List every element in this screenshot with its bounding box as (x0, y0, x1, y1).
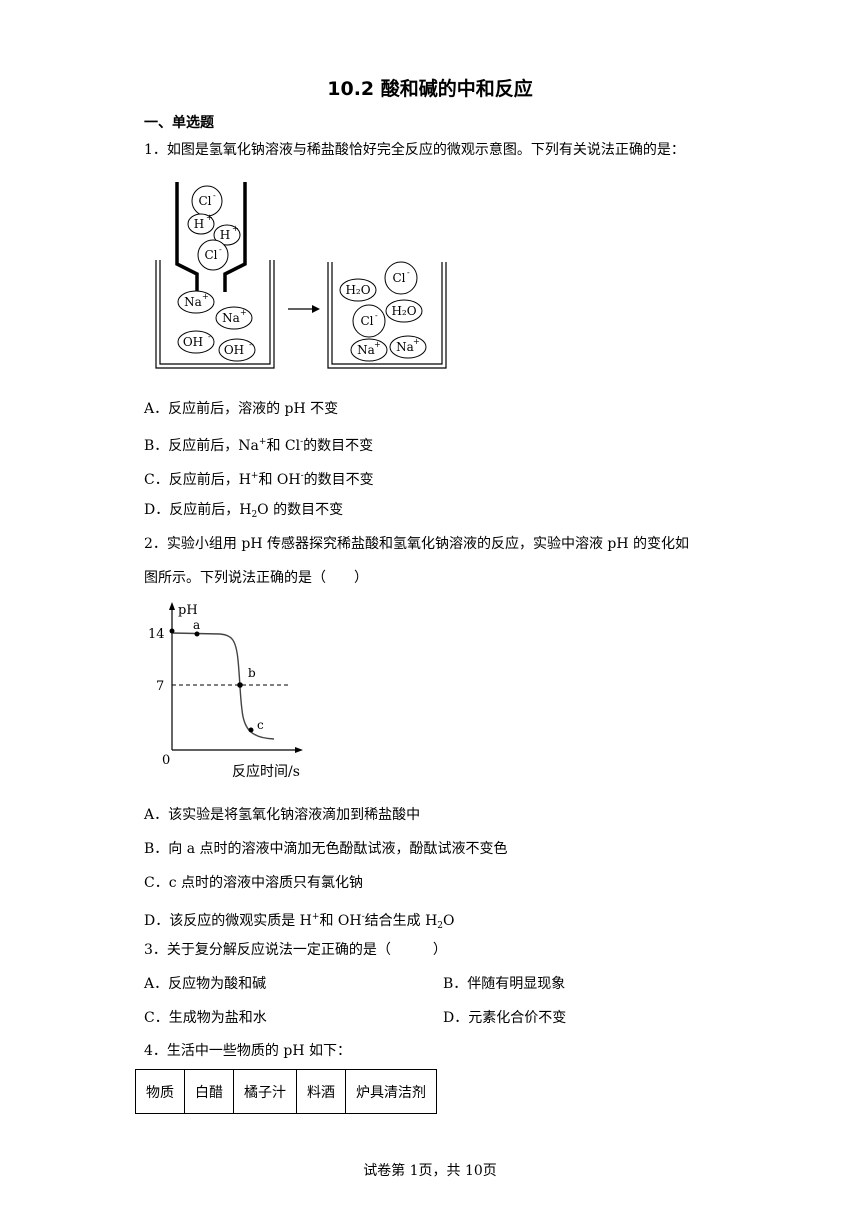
ion-label: Cl (198, 194, 211, 208)
molecule-label: H₂O (391, 304, 416, 318)
q4-stem: 4．生活中一些物质的 pH 如下： (144, 1043, 351, 1059)
point-b-label: b (248, 666, 256, 680)
q2-ph-chart: pH 14 7 0 a b c 反应时间/s (148, 602, 303, 780)
svg-text:+: + (240, 308, 247, 317)
table-row: 物质 白醋 橘子汁 料酒 炉具清洁剂 (135, 1069, 437, 1114)
ion-label: Cl (360, 314, 373, 328)
ion-label: OH (183, 335, 203, 349)
ion-label: Cl (392, 271, 405, 285)
q2-option-c: C．c 点时的溶液中溶质只有氯化钠 (144, 875, 364, 891)
x-axis-label: 反应时间/s (232, 763, 300, 780)
page-footer: 试卷第 1页，共 10页 (363, 1163, 497, 1179)
q1-figure: Cl H H Cl Na Na OH OH Cl H₂O H₂O Cl Na N… (155, 182, 447, 369)
point-a (194, 631, 200, 637)
table-cell: 橘子汁 (233, 1069, 297, 1114)
q2-stem-line1: 2．实验小组用 pH 传感器探究稀盐酸和氢氧化钠溶液的反应，实验中溶液 pH 的… (144, 536, 690, 552)
y-tick-14: 14 (148, 627, 165, 642)
ion-label: Na (357, 343, 375, 357)
ion-label: Cl (204, 248, 217, 262)
svg-text:+: + (413, 337, 420, 346)
page-title: 10.2 酸和碱的中和反应 (327, 78, 533, 100)
point-c-label: c (257, 718, 264, 732)
ion-label: OH (224, 343, 244, 357)
q2-option-b: B．向 a 点时的溶液中滴加无色酚酞试液，酚酞试液不变色 (144, 841, 508, 857)
svg-text:+: + (206, 213, 213, 222)
section-heading: 一、单选题 (144, 115, 214, 131)
q1-stem: 1．如图是氢氧化钠溶液与稀盐酸恰好完全反应的微观示意图。下列有关说法正确的是： (144, 142, 685, 158)
y-axis-label: pH (178, 603, 198, 618)
svg-text:-: - (208, 332, 211, 341)
svg-text:-: - (219, 245, 222, 254)
q3-option-a: A．反应物为酸和碱 (144, 976, 267, 992)
ph-table: 物质 白醋 橘子汁 料酒 炉具清洁剂 (135, 1069, 437, 1114)
point-c (248, 727, 254, 733)
q3-option-c: C．生成物为盐和水 (144, 1010, 267, 1026)
ion-label: Na (222, 311, 240, 325)
ion-label: H (220, 228, 230, 242)
ion-label: Na (184, 295, 202, 309)
molecule-label: H₂O (345, 283, 370, 297)
q1-option-a: A．反应前后，溶液的 pH 不变 (144, 401, 339, 417)
y-tick-7: 7 (156, 679, 164, 694)
table-cell: 物质 (135, 1069, 185, 1114)
point-a-label: a (193, 618, 200, 632)
q1-option-c: C．反应前后，H+和 OH-的数目不变 (144, 471, 374, 488)
ion-label: H (194, 217, 204, 231)
svg-text:-: - (407, 268, 410, 277)
q1-option-b: B．反应前后，Na+和 Cl-的数目不变 (144, 437, 374, 454)
svg-text:+: + (374, 340, 381, 349)
point-b (237, 682, 243, 688)
ion-label: Na (396, 340, 414, 354)
table-cell: 炉具清洁剂 (345, 1069, 437, 1114)
table-cell: 白醋 (184, 1069, 234, 1114)
q2-option-a: A．该实验是将氢氧化钠溶液滴加到稀盐酸中 (144, 807, 421, 823)
origin-label: 0 (162, 753, 170, 768)
svg-text:+: + (232, 224, 239, 233)
q2-stem-line2: 图所示。下列说法正确的是（ ） (144, 570, 368, 586)
svg-text:-: - (249, 340, 252, 349)
q3-option-b: B．伴随有明显现象 (443, 976, 566, 992)
svg-text:+: + (202, 292, 209, 301)
q2-option-d: D．该反应的微观实质是 H+和 OH-结合生成 H2O (144, 912, 455, 931)
table-cell: 料酒 (296, 1069, 346, 1114)
q3-stem: 3．关于复分解反应说法一定正确的是（ ） (144, 942, 447, 958)
svg-text:-: - (213, 191, 216, 200)
svg-text:-: - (375, 311, 378, 320)
q3-option-d: D．元素化合价不变 (443, 1010, 567, 1026)
q1-option-d: D．反应前后，H2O 的数目不变 (144, 502, 344, 520)
